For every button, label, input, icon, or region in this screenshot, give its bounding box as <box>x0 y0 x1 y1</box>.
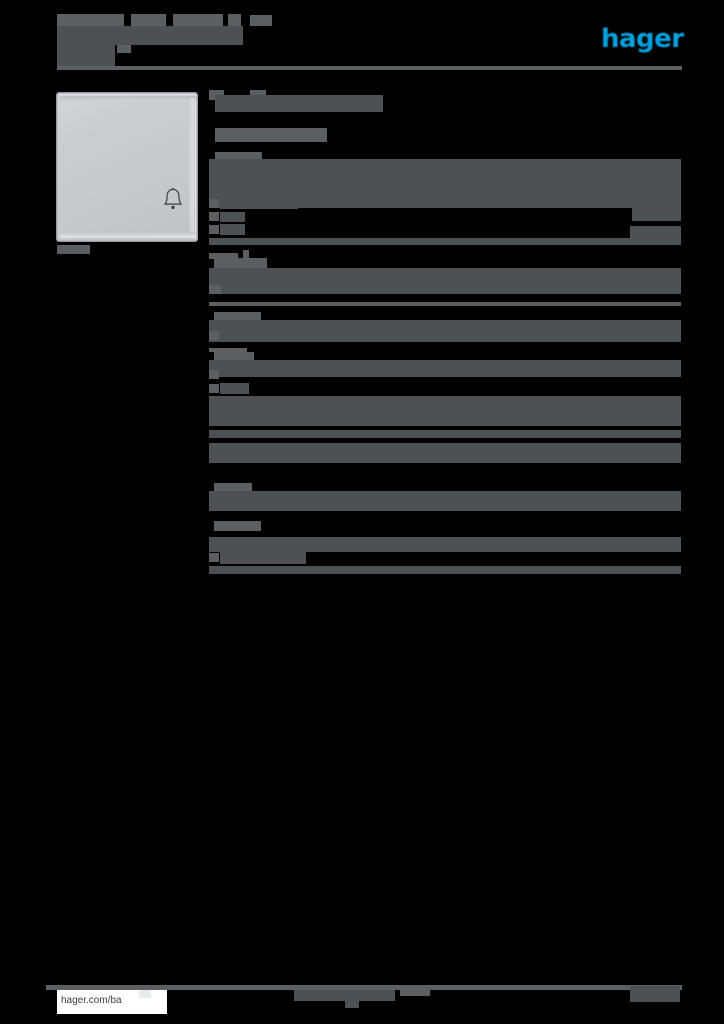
header-title-redaction-6 <box>57 26 243 45</box>
footer-redacted-block-1 <box>400 990 430 996</box>
redacted-text-block-32 <box>209 443 681 463</box>
redacted-text-block-22 <box>209 320 681 342</box>
redacted-text-block-6 <box>209 199 219 208</box>
hager-logo: hager <box>601 24 684 54</box>
plate-right-bevel <box>189 98 194 238</box>
redacted-text-block-3 <box>215 128 327 142</box>
redacted-text-block-25 <box>214 352 254 363</box>
redacted-text-block-8 <box>209 212 219 221</box>
redacted-text-block-4 <box>215 152 262 161</box>
redacted-text-block-9 <box>220 212 245 222</box>
footer-url-patch <box>139 990 151 998</box>
redacted-text-block-29 <box>220 383 249 394</box>
redacted-text-block-21 <box>214 312 261 323</box>
header-title-redaction-3 <box>173 14 223 26</box>
redacted-text-block-38 <box>220 552 306 564</box>
header-subtitle-redaction <box>57 45 115 66</box>
redacted-text-block-33 <box>214 483 252 493</box>
redacted-text-block-23 <box>209 331 219 340</box>
product-figure <box>57 93 197 254</box>
header-subtitle-redaction-2 <box>117 45 131 53</box>
bell-icon <box>164 187 182 210</box>
plate-bottom-bevel <box>60 232 196 238</box>
redacted-text-block-34 <box>209 491 681 511</box>
redacted-text-block-7 <box>220 199 298 209</box>
redacted-text-block-39 <box>209 566 681 574</box>
redacted-text-block-11 <box>209 225 219 234</box>
redacted-text-block-15 <box>209 253 238 259</box>
redacted-text-block-30 <box>209 396 681 426</box>
footer-redacted-block-0 <box>294 990 395 1001</box>
page-header <box>57 14 682 70</box>
redacted-text-block-17 <box>214 258 267 269</box>
header-title-redaction-5 <box>250 15 272 26</box>
header-title-redaction-4 <box>228 14 241 26</box>
redacted-text-block-26 <box>209 360 681 377</box>
redacted-text-block-37 <box>209 553 219 562</box>
header-title-redaction-2 <box>131 14 166 26</box>
footer-url[interactable]: hager.com/ba <box>61 995 122 1006</box>
redacted-text-block-16 <box>243 250 249 259</box>
redacted-text-block-35 <box>214 521 261 531</box>
redacted-text-block-36 <box>209 537 681 552</box>
redacted-text-block-28 <box>209 384 219 393</box>
redacted-text-block-18 <box>209 268 681 294</box>
redacted-text-block-12 <box>220 224 245 235</box>
plate-top-bevel <box>60 96 196 101</box>
product-cover-plate <box>57 93 197 241</box>
redacted-text-block-2 <box>215 95 383 112</box>
header-title-redaction-1 <box>57 14 124 26</box>
footer-redacted-block-3 <box>630 986 680 1002</box>
footer-divider <box>46 985 682 990</box>
redacted-text-block-10 <box>632 203 681 221</box>
redacted-text-block-24 <box>209 348 247 352</box>
product-caption-redaction <box>57 245 90 254</box>
footer-url-box[interactable]: hager.com/ba <box>57 990 167 1014</box>
redacted-text-block-14 <box>209 238 681 245</box>
footer-redacted-block-2 <box>345 1000 359 1008</box>
header-divider <box>57 66 682 70</box>
redacted-text-block-31 <box>209 430 681 438</box>
redacted-text-block-27 <box>209 370 219 379</box>
redacted-text-block-19 <box>209 285 221 294</box>
redacted-text-block-20 <box>209 302 681 306</box>
